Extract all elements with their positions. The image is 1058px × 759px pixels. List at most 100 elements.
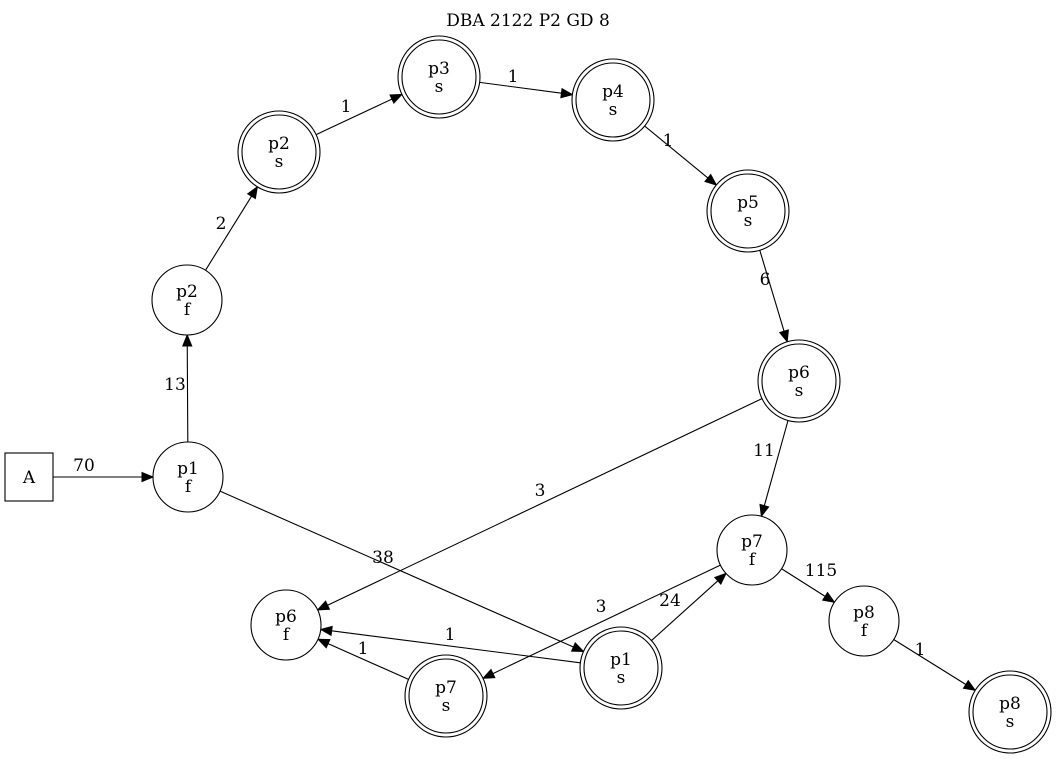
edge-weight-label: 2 <box>216 214 227 234</box>
edge-weight-label: 38 <box>372 548 394 568</box>
node-sublabel: s <box>275 152 284 172</box>
edge-weight-label: 1 <box>915 640 926 660</box>
node-sublabel: s <box>744 211 753 231</box>
edge-p3s-p4s: 1 <box>479 67 574 99</box>
node-inner-circle <box>761 343 837 419</box>
node-p1s: p1s <box>579 626 663 710</box>
node-p4s: p4s <box>571 58 655 142</box>
node-sublabel: s <box>617 668 626 688</box>
node-circle <box>828 585 900 657</box>
arrowhead-icon <box>713 572 727 586</box>
node-p8s: p8s <box>968 670 1052 754</box>
edge-line <box>186 345 189 443</box>
node-p8f: p8f <box>828 585 900 657</box>
node-sublabel: s <box>1006 712 1015 732</box>
edge-line <box>759 250 785 332</box>
edge-p7f-p8f: 115 <box>781 561 837 603</box>
node-sublabel: f <box>283 625 291 645</box>
node-inner-circle <box>241 114 317 190</box>
edge-p2f-p2s: 2 <box>205 185 259 271</box>
arrowhead-icon <box>821 591 836 603</box>
node-box <box>4 452 54 502</box>
edge-p4s-p5s: 1 <box>644 125 718 186</box>
edge-p8f-p8s: 1 <box>893 639 977 692</box>
arrowhead-icon <box>778 329 789 343</box>
edge-line <box>651 580 719 641</box>
node-p2s: p2s <box>237 110 321 194</box>
edge-p2s-p3s: 1 <box>315 93 404 136</box>
edge-weight-label: 6 <box>760 270 771 290</box>
arrowhead-icon <box>389 93 404 105</box>
node-sublabel: s <box>795 381 804 401</box>
node-label: p3 <box>428 59 450 79</box>
edge-line <box>492 564 721 675</box>
arrowhead-icon <box>759 503 770 518</box>
node-circle <box>151 264 223 336</box>
node-sublabel: f <box>185 477 193 497</box>
node-label: p6 <box>275 607 297 627</box>
node-inner-circle <box>575 62 651 138</box>
edge-weight-label: 3 <box>596 597 607 617</box>
node-inner-circle <box>583 630 659 706</box>
edge-weight-label: 1 <box>341 97 352 117</box>
node-p7f: p7f <box>716 514 788 586</box>
node-sublabel: s <box>609 100 618 120</box>
edge-weight-label: 1 <box>663 131 674 151</box>
arrowhead-icon <box>704 173 718 186</box>
edge-p1f-p1s: 38 <box>219 490 585 652</box>
edge-line <box>327 643 409 680</box>
node-sublabel: f <box>749 550 757 570</box>
node-p6f: p6f <box>250 589 322 661</box>
edge-line <box>331 630 581 664</box>
edge-weight-label: 1 <box>508 67 519 87</box>
node-inner-circle <box>710 173 786 249</box>
node-label: p1 <box>610 650 632 670</box>
node-circle <box>716 514 788 586</box>
arrowhead-icon <box>560 87 574 99</box>
edge-p7s-p6f: 1 <box>316 638 409 680</box>
node-label: p2 <box>268 134 290 154</box>
edge-p6s-p6f: 3 <box>316 398 763 611</box>
edge-line <box>781 568 826 597</box>
node-sublabel: s <box>442 696 451 716</box>
edge-p7f-p7s: 3 <box>481 564 721 679</box>
node-p7s: p7s <box>404 654 488 738</box>
arrowhead-icon <box>962 679 977 692</box>
edge-line <box>327 398 763 606</box>
node-sublabel: f <box>184 300 192 320</box>
edge-line <box>315 98 393 136</box>
node-inner-circle <box>972 674 1048 750</box>
edge-line <box>479 81 562 94</box>
node-inner-circle <box>408 658 484 734</box>
arrowhead-icon <box>570 642 585 652</box>
node-label: p5 <box>737 193 759 213</box>
edge-p1s-p6f: 1 <box>319 625 581 664</box>
edge-A-p1f: 70 <box>53 456 155 483</box>
node-p3s: p3s <box>397 35 481 119</box>
edge-p6s-p7f: 11 <box>753 420 789 518</box>
edge-weight-label: 13 <box>164 375 186 395</box>
edge-line <box>763 420 789 506</box>
node-label: p7 <box>741 532 763 552</box>
edge-line <box>219 490 574 648</box>
node-label: p6 <box>788 363 810 383</box>
edge-p1s-p7f: 24 <box>651 572 727 641</box>
edge-weight-label: 1 <box>445 625 456 645</box>
edge-weight-label: 11 <box>753 441 775 461</box>
node-p1f: p1f <box>152 441 224 513</box>
arrowhead-icon <box>481 668 496 679</box>
node-p6s: p6s <box>757 339 841 423</box>
edge-weight-label: 3 <box>535 481 546 501</box>
node-p2f: p2f <box>151 264 223 336</box>
node-inner-circle <box>401 39 477 115</box>
edge-p5s-p6s: 6 <box>759 250 789 343</box>
edge-line <box>644 125 709 179</box>
node-sublabel: f <box>861 621 869 641</box>
arrowhead-icon <box>141 471 155 483</box>
arrowhead-icon <box>316 638 331 649</box>
edge-weight-label: 115 <box>805 561 837 581</box>
node-label: p8 <box>853 603 875 623</box>
